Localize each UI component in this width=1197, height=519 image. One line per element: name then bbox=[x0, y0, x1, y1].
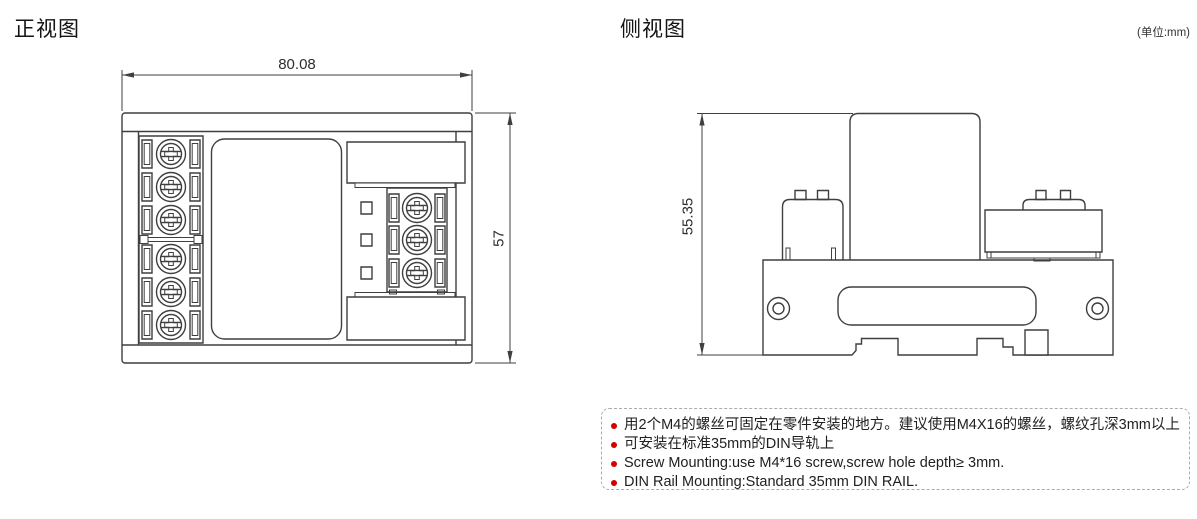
front-height-dimension: 57 bbox=[490, 230, 508, 247]
side-right-connector bbox=[985, 191, 1102, 262]
screw-hole-icon bbox=[768, 298, 790, 320]
note-text: 可安装在标准35mm的DIN导轨上 bbox=[624, 436, 835, 452]
bullet-icon bbox=[611, 442, 617, 448]
note-text: 用2个M4的螺丝可固定在零件安装的地方。建议使用M4X16的螺丝，螺纹孔深3mm… bbox=[624, 417, 1180, 433]
note-item: DIN Rail Mounting:Standard 35mm DIN RAIL… bbox=[611, 473, 1179, 492]
unit-label: (单位:mm) bbox=[1136, 27, 1190, 39]
front-view-title: 正视图 bbox=[14, 18, 80, 41]
front-display-window bbox=[212, 139, 342, 339]
front-width-dimension: 80.08 bbox=[278, 56, 316, 73]
side-base-plate bbox=[763, 260, 1113, 355]
front-height-dimension-lines bbox=[475, 113, 516, 363]
note-text: DIN Rail Mounting:Standard 35mm DIN RAIL… bbox=[624, 474, 919, 490]
screw-hole-icon bbox=[1087, 298, 1109, 320]
front-lower-connector-block bbox=[347, 293, 465, 341]
note-item: 用2个M4的螺丝可固定在零件安装的地方。建议使用M4X16的螺丝，螺纹孔深3mm… bbox=[611, 416, 1180, 435]
front-width-dimension-lines bbox=[122, 70, 472, 111]
front-right-terminal-block bbox=[387, 188, 447, 294]
side-height-dimension-lines bbox=[697, 114, 853, 356]
note-item: Screw Mounting:use M4*16 screw,screw hol… bbox=[611, 454, 1179, 473]
front-left-terminal-block bbox=[139, 136, 203, 343]
front-view-drawing bbox=[122, 70, 516, 363]
side-left-connector bbox=[783, 191, 844, 261]
din-rail-clip bbox=[1025, 330, 1048, 355]
bullet-icon bbox=[611, 480, 617, 486]
front-upper-connector-block bbox=[347, 142, 465, 188]
mounting-notes-box: 用2个M4的螺丝可固定在零件安装的地方。建议使用M4X16的螺丝，螺纹孔深3mm… bbox=[601, 408, 1190, 490]
note-text: Screw Mounting:use M4*16 screw,screw hol… bbox=[624, 455, 1005, 471]
mounting-notes-list: 用2个M4的螺丝可固定在零件安装的地方。建议使用M4X16的螺丝，螺纹孔深3mm… bbox=[611, 416, 1180, 492]
note-item: 可安装在标准35mm的DIN导轨上 bbox=[611, 435, 1179, 454]
side-body-outline bbox=[850, 114, 980, 261]
side-height-dimension: 55.35 bbox=[679, 197, 697, 236]
bullet-icon bbox=[611, 423, 617, 429]
side-view-drawing bbox=[697, 114, 1113, 356]
din-rail-slot bbox=[838, 287, 1036, 325]
bullet-icon bbox=[611, 461, 617, 467]
front-indicator-windows bbox=[361, 202, 372, 279]
side-view-title: 侧视图 bbox=[620, 18, 686, 41]
